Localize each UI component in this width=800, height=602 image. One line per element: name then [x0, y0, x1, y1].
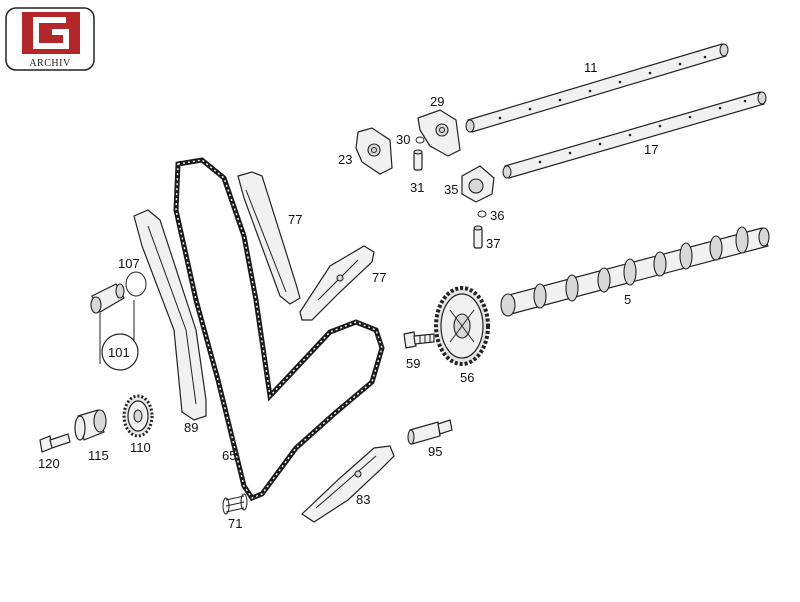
- timing-chain-65: [173, 157, 385, 502]
- callout-101: [99, 300, 139, 371]
- label-5: 5: [624, 292, 631, 307]
- ring-107: [125, 271, 147, 297]
- label-31: 31: [410, 180, 424, 195]
- ring-30: [415, 136, 425, 144]
- tensioner-rail-89: [133, 209, 207, 421]
- label-36: 36: [490, 208, 504, 223]
- label-59: 59: [406, 356, 420, 371]
- bolt-59: [403, 331, 435, 349]
- bracket-23: [355, 127, 393, 175]
- bushing-115: [74, 409, 107, 441]
- guide-83: [301, 445, 395, 523]
- shaft-11: [465, 43, 729, 133]
- label-77-lower: 77: [372, 270, 386, 285]
- label-17: 17: [644, 142, 658, 157]
- bracket-29: [417, 109, 461, 157]
- logo-g-mark: [33, 17, 69, 49]
- label-110: 110: [130, 440, 151, 455]
- label-29: 29: [430, 94, 444, 109]
- valve-37: [473, 225, 483, 249]
- sprocket-56: [434, 286, 490, 366]
- label-120: 120: [38, 456, 60, 471]
- label-23: 23: [338, 152, 352, 167]
- label-101: 101: [108, 345, 130, 360]
- gear-110: [122, 394, 154, 438]
- label-89: 89: [184, 420, 198, 435]
- bolt-95: [407, 419, 453, 445]
- label-11: 11: [584, 60, 598, 75]
- part-35: [461, 165, 495, 203]
- label-71: 71: [228, 516, 242, 531]
- label-83: 83: [356, 492, 370, 507]
- spring-71: [222, 493, 248, 515]
- camshaft-5: [500, 226, 770, 317]
- part-labels: 11 17 29 30 23 31 35 36 37 5 77 77 59 56…: [38, 60, 658, 531]
- g-archiv-logo: ARCHIV: [5, 7, 95, 71]
- label-30: 30: [396, 132, 410, 147]
- ring-36: [477, 210, 487, 218]
- label-107: 107: [118, 256, 140, 271]
- label-95: 95: [428, 444, 442, 459]
- label-37: 37: [486, 236, 500, 251]
- label-35: 35: [444, 182, 458, 197]
- shaft-17: [502, 91, 767, 179]
- bolt-120: [39, 433, 71, 453]
- guide-77-upper: [237, 171, 301, 305]
- logo-text: ARCHIV: [29, 58, 71, 69]
- valve-31: [413, 149, 423, 171]
- label-115: 115: [88, 448, 109, 463]
- label-65: 65: [222, 448, 236, 463]
- tensioner-101: [90, 283, 125, 314]
- label-56: 56: [460, 370, 474, 385]
- label-77-upper: 77: [288, 212, 302, 227]
- guide-77-lower: [299, 245, 375, 321]
